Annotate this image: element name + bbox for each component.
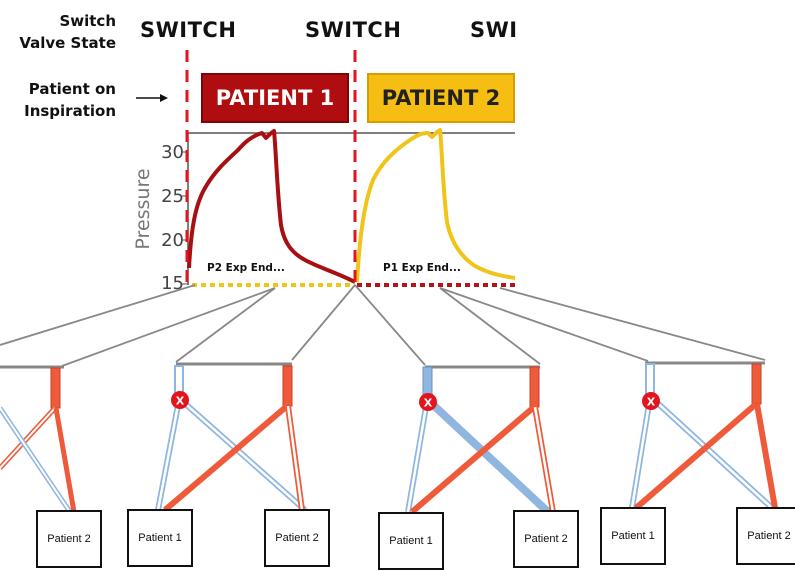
- arrow-icon: [136, 94, 168, 102]
- valve-closed-icon-2: X: [419, 393, 437, 411]
- svg-text:X: X: [176, 395, 185, 408]
- patient-box: Patient 1: [378, 512, 444, 570]
- p2-exp-end-annotation: P2 Exp End...: [207, 262, 285, 274]
- patient-box: Patient 2: [513, 510, 579, 568]
- ytick-30: 30: [161, 142, 184, 163]
- svg-text:X: X: [647, 396, 656, 409]
- switch-label-1: SWITCH: [140, 18, 237, 42]
- manifold-bars: [0, 361, 765, 369]
- callout-lines: [0, 284, 766, 367]
- patient-box: Patient 1: [127, 509, 193, 567]
- tubing-group-1: [0, 367, 77, 514]
- switch-label-3: SWI: [470, 18, 518, 42]
- valve-closed-icon-1: X: [171, 391, 189, 409]
- tubing-group-3: [405, 366, 556, 515]
- ytick-20: 20: [161, 230, 184, 251]
- tubing-group-4: [629, 363, 778, 511]
- patient-box: Patient 2: [36, 510, 102, 568]
- switch-label-2: SWITCH: [305, 18, 402, 42]
- patient-1-pressure-curve: [187, 129, 356, 284]
- tubing-group-2: [155, 365, 307, 513]
- patient-box: Patient 1: [600, 507, 666, 565]
- ytick-15: 15: [161, 273, 184, 294]
- patient-box: Patient 2: [264, 509, 330, 567]
- ytick-25: 25: [161, 186, 184, 207]
- p1-exp-end-annotation: P1 Exp End...: [383, 262, 461, 274]
- svg-text:X: X: [424, 397, 433, 410]
- valve-closed-icon-3: X: [642, 392, 660, 410]
- patient-2-pressure-curve: [355, 128, 516, 283]
- patient-1-banner: PATIENT 1: [201, 73, 349, 123]
- patient-2-banner: PATIENT 2: [367, 73, 515, 123]
- patient-on-inspiration-label: Patient on Inspiration: [24, 80, 116, 120]
- switch-valve-state-label: Switch Valve State: [19, 12, 116, 52]
- patient-box: Patient 2: [736, 507, 795, 565]
